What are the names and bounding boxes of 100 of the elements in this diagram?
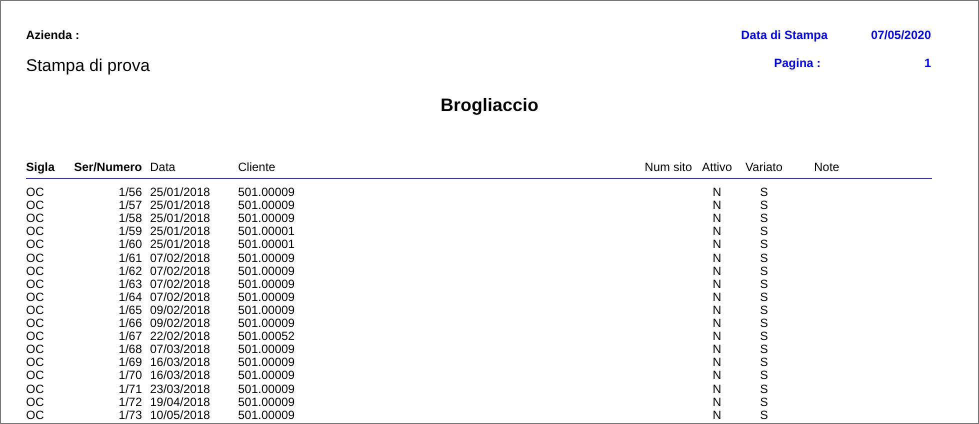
table-cell-text: S — [758, 224, 769, 238]
table-cell: 501.00009 — [238, 250, 295, 264]
table-cell: 501.00009 — [238, 342, 295, 356]
table-cell-text: N — [712, 276, 722, 291]
table-cell-text: S — [758, 302, 769, 317]
table-cell: 22/02/2018 — [150, 329, 210, 344]
table-cell: 501.00009 — [238, 198, 295, 212]
table-cell-text: S — [758, 185, 769, 199]
column-header: Sigla — [26, 160, 55, 174]
table-cell-text: N — [712, 237, 722, 252]
table-cell-text: S — [758, 355, 769, 370]
table-cell-text: N — [712, 355, 722, 370]
table-cell: 25/01/2018 — [150, 224, 210, 238]
table-cell-text: S — [758, 342, 769, 356]
table-cell: 16/03/2018 — [150, 368, 210, 382]
table-cell: 1/67 — [118, 329, 142, 344]
table-cell-text: S — [758, 316, 769, 330]
table-cell: 1/71 — [118, 382, 142, 396]
table-cell-text: S — [758, 198, 769, 212]
table-cell: 1/65 — [118, 302, 142, 317]
table-cell: OC — [26, 368, 44, 382]
column-header: Data — [150, 160, 176, 174]
table-cell: 1/60 — [118, 237, 142, 252]
table-cell: OC — [26, 290, 44, 304]
table-cell-text: S — [758, 329, 769, 344]
table-cell: 501.00009 — [238, 382, 295, 396]
table-cell-text: S — [758, 382, 769, 396]
table-cell: 501.00001 — [238, 237, 295, 252]
table-cell: 16/03/2018 — [150, 355, 210, 370]
table-cell: OC — [26, 211, 44, 226]
table-cell: 1/72 — [118, 394, 142, 409]
table-cell: 1/59 — [118, 224, 142, 238]
table-cell: 1/61 — [118, 250, 142, 264]
table-cell-text: N — [712, 329, 722, 344]
table-cell: 07/02/2018 — [150, 276, 210, 291]
table-cell-text: S — [758, 408, 769, 422]
column-header: Cliente — [238, 160, 276, 174]
table-cell: OC — [26, 198, 44, 212]
subtitle: Stampa di prova — [26, 56, 150, 75]
table-cell: 501.00009 — [238, 302, 295, 317]
table-cell-text: S — [758, 237, 769, 252]
table-cell: 501.00009 — [238, 185, 295, 199]
table-cell-text: N — [712, 250, 722, 264]
table-cell: 1/73 — [118, 408, 142, 422]
table-cell-text: N — [712, 382, 722, 396]
table-cell-text: N — [712, 302, 722, 317]
table-cell: 501.00009 — [238, 264, 295, 278]
table-cell-text: S — [758, 394, 769, 409]
field-label: Azienda : — [26, 28, 80, 42]
table-cell: 1/64 — [118, 290, 142, 304]
table-cell: 07/02/2018 — [150, 290, 210, 304]
table-cell: OC — [26, 250, 44, 264]
table-cell: 501.00009 — [238, 355, 295, 370]
table-cell: 07/03/2018 — [150, 342, 210, 356]
table-cell-text: S — [758, 368, 769, 382]
table-cell: OC — [26, 355, 44, 370]
table-cell: 501.00052 — [238, 329, 295, 344]
table-cell: OC — [26, 408, 44, 422]
table-cell: OC — [26, 382, 44, 396]
table-cell: 501.00009 — [238, 394, 295, 409]
table-cell: 1/57 — [118, 198, 142, 212]
table-cell-text: S — [758, 276, 769, 291]
table-cell-text: S — [758, 290, 769, 304]
table-cell-text: S — [758, 264, 769, 278]
table-cell-text: N — [712, 185, 722, 199]
table-cell-text: N — [712, 290, 722, 304]
table-cell: 501.00009 — [238, 316, 295, 330]
table-cell: 07/02/2018 — [150, 264, 210, 278]
table-cell: 09/02/2018 — [150, 302, 210, 317]
table-cell: 25/01/2018 — [150, 237, 210, 252]
table-cell: OC — [26, 329, 44, 344]
column-header: Variato — [744, 160, 784, 174]
table-cell: OC — [26, 185, 44, 199]
field-label: Data di Stampa — [741, 28, 828, 42]
table-cell: 1/58 — [118, 211, 142, 226]
table-cell-text: N — [712, 264, 722, 278]
table-cell: OC — [26, 302, 44, 317]
table-cell: 07/02/2018 — [150, 250, 210, 264]
table-cell-text: N — [712, 316, 722, 330]
table-cell-text: S — [758, 211, 769, 226]
table-cell: OC — [26, 394, 44, 409]
page-number: 1 — [924, 56, 931, 70]
table-cell: OC — [26, 224, 44, 238]
table-cell: OC — [26, 342, 44, 356]
table-cell: 1/66 — [118, 316, 142, 330]
table-cell: 10/05/2018 — [150, 408, 210, 422]
table-cell-text: N — [712, 342, 722, 356]
table-cell: 501.00009 — [238, 211, 295, 226]
table-cell: OC — [26, 316, 44, 330]
table-cell-text: N — [712, 211, 722, 226]
column-header: Num sito — [644, 160, 692, 174]
column-header: Ser/Numero — [74, 160, 142, 174]
table-cell: 501.00009 — [238, 276, 295, 291]
table-cell: 1/63 — [118, 276, 142, 291]
table-cell: 23/03/2018 — [150, 382, 210, 396]
report-title: Brogliaccio — [439, 95, 540, 116]
table-cell: 19/04/2018 — [150, 394, 210, 409]
table-cell-text: S — [758, 250, 769, 264]
table-cell-text: N — [712, 368, 722, 382]
table-cell-text: N — [712, 408, 722, 422]
